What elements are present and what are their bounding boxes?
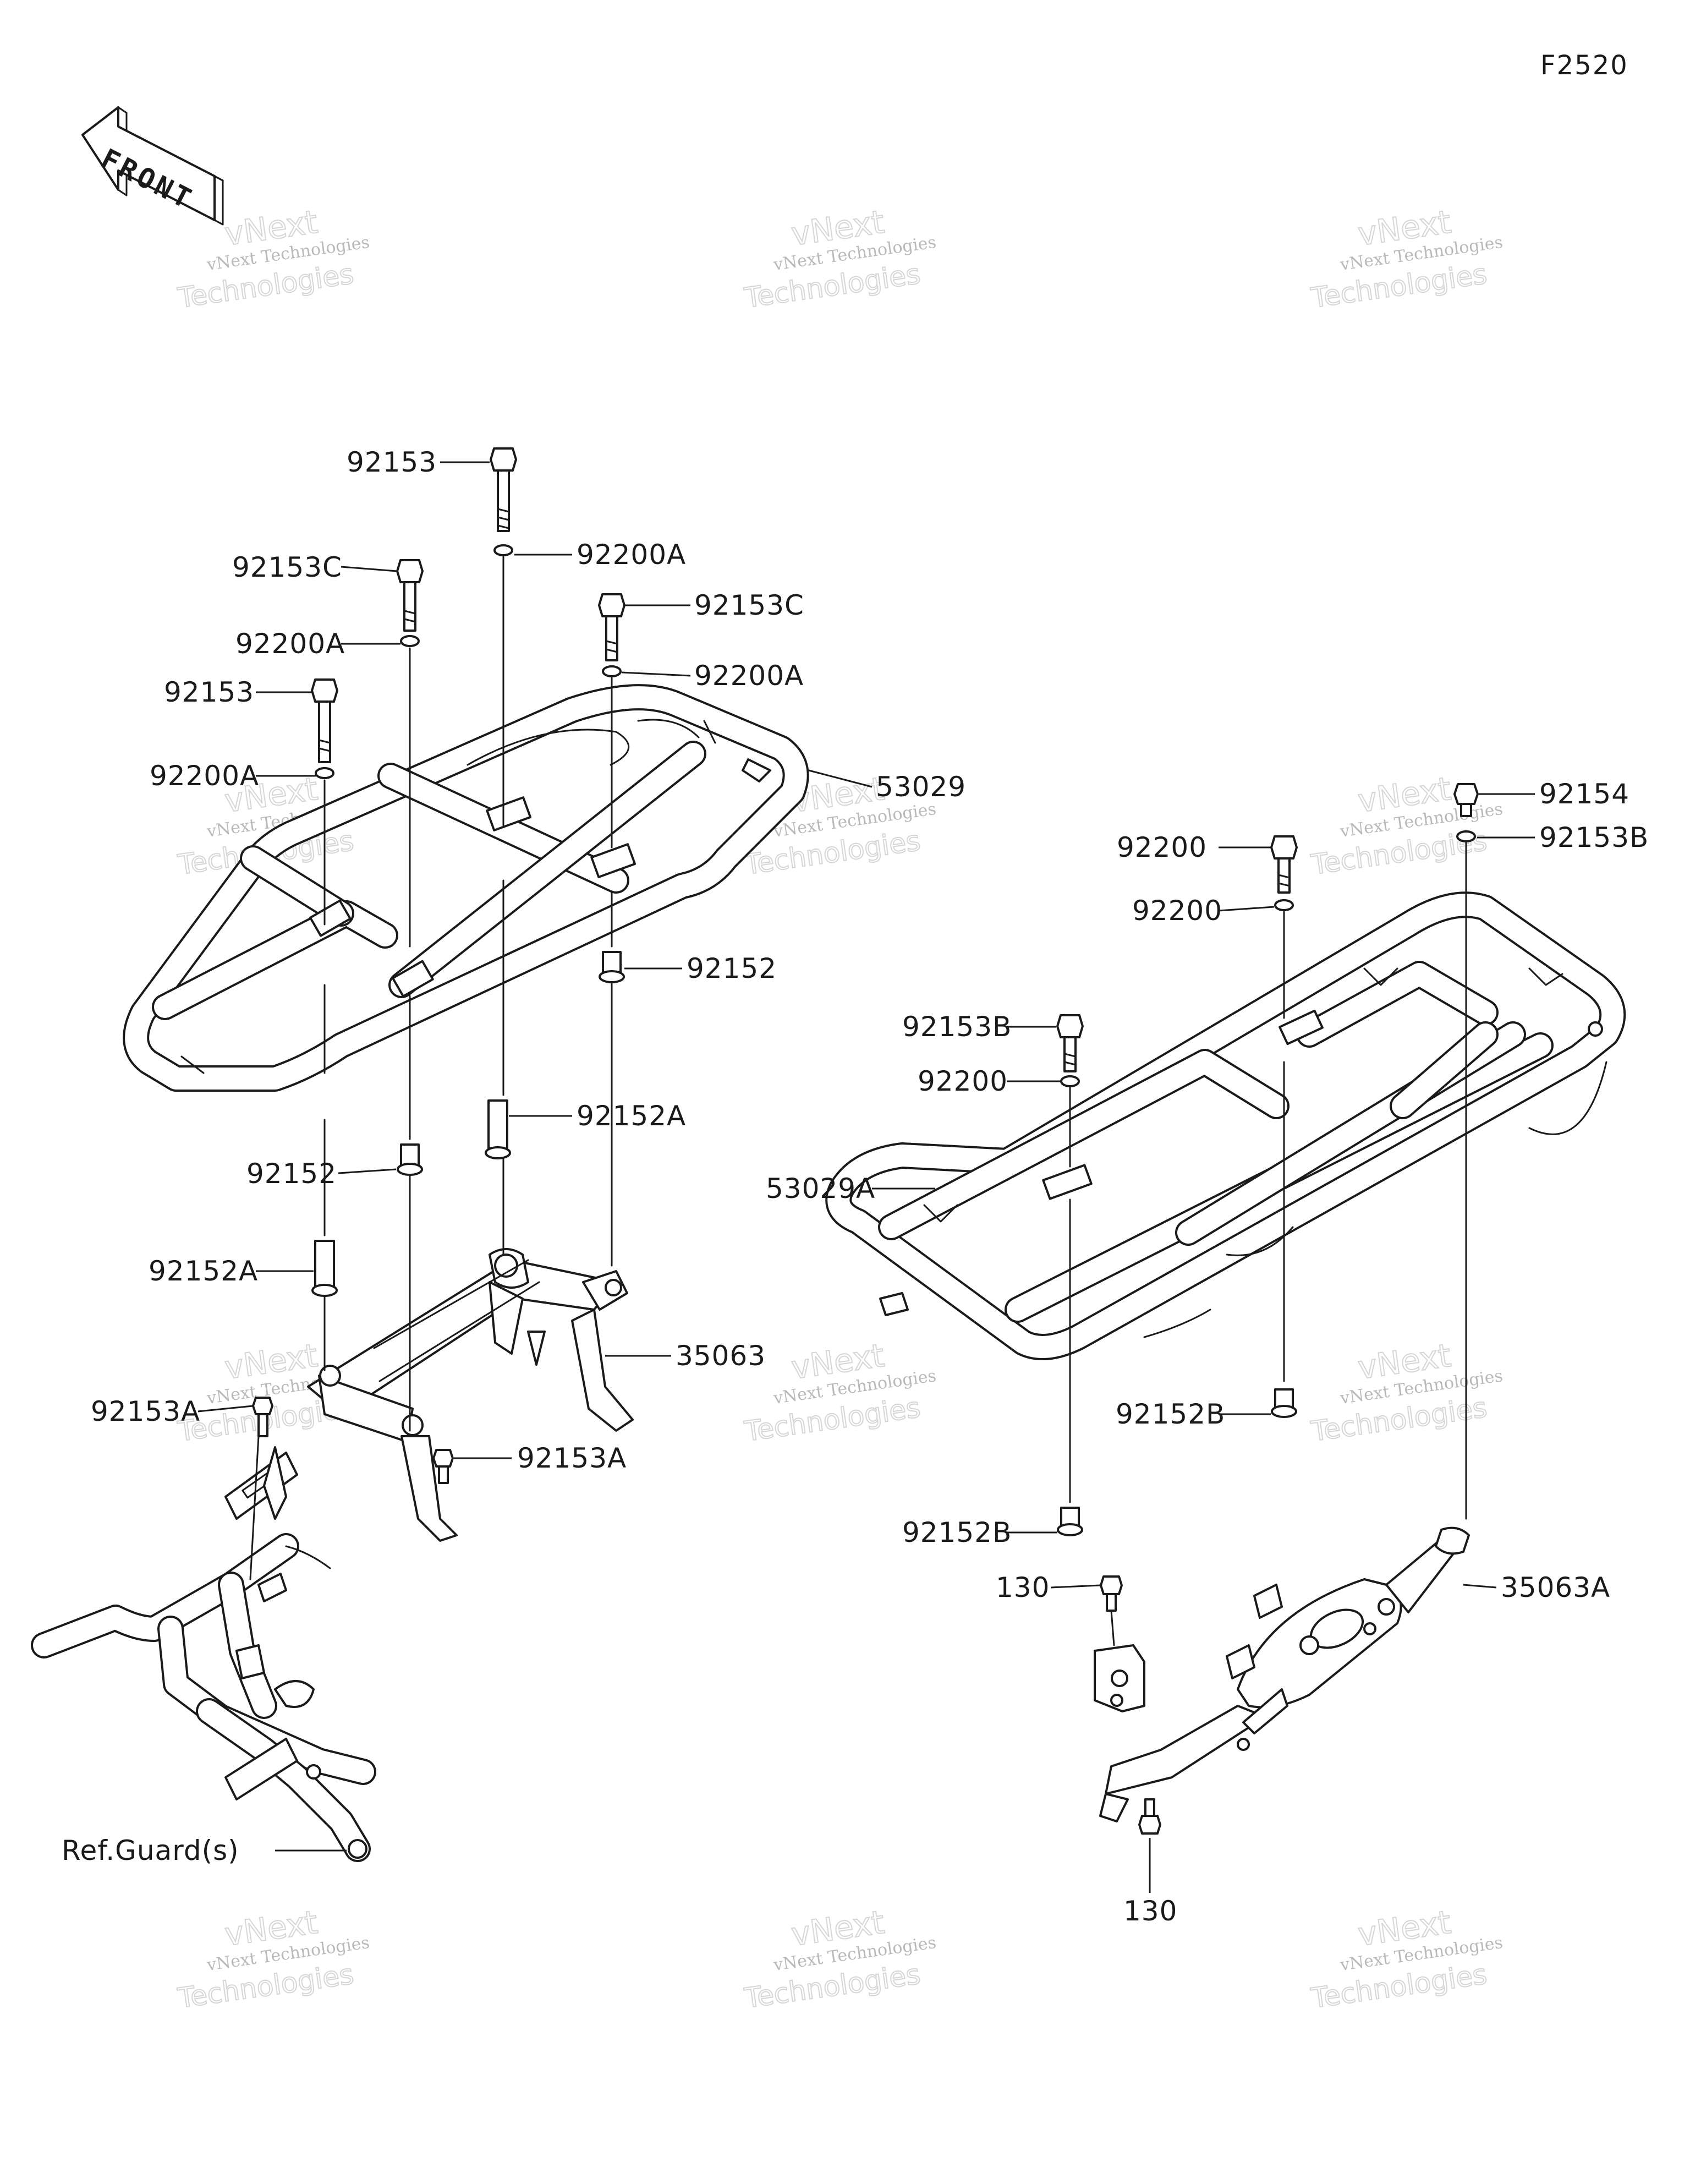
part-number-label: 92200 (1117, 831, 1207, 863)
part-number-label: 53029A (766, 1173, 875, 1205)
part-number-label: 92200A (694, 660, 804, 692)
part-number-label: 92153C (694, 589, 804, 621)
leader-lines (197, 461, 1535, 1893)
front-arrow: FRONT (81, 106, 224, 226)
callout-labels: 92153 92200A 92153C 92200A 92153C 92200A… (62, 446, 1649, 1927)
watermark: vNext Technologies vNext Technologies (1308, 1903, 1504, 2015)
part-number-label: 35063 (676, 1340, 766, 1372)
part-number-label: 92152 (687, 953, 777, 984)
part-number-label: 92152A (577, 1100, 686, 1132)
part-number-label: 92153 (347, 446, 437, 478)
front-rack-bracket (307, 1248, 634, 1542)
part-number-label: 92153A (517, 1442, 627, 1474)
part-number-label: 92200A (150, 760, 259, 792)
part-number-label: 92154 (1539, 778, 1629, 810)
right-hardware (1056, 783, 1479, 1835)
part-number-label: 92200A (577, 539, 686, 571)
ref-guard-frame (31, 1533, 376, 1862)
part-number-label: 92153B (902, 1011, 1012, 1043)
part-number-label: 92153B (1539, 822, 1649, 853)
part-number-label: 130 (1123, 1895, 1177, 1927)
left-alignment-lines (249, 556, 613, 1580)
right-alignment-lines (1069, 841, 1467, 1646)
part-number-label: 92200 (918, 1065, 1008, 1097)
part-number-label: 92152 (246, 1158, 337, 1190)
part-number-label: 92153C (232, 551, 342, 583)
diagram-code: F2520 (1540, 50, 1628, 81)
part-number-label: 92200A (235, 628, 345, 660)
rear-rack-bracket (1094, 1526, 1470, 1822)
watermark: vNext Technologies vNext Technologies (1308, 769, 1504, 882)
part-number-label: 35063A (1501, 1572, 1610, 1603)
watermark: vNext Technologies vNext Technologies (742, 1903, 937, 2015)
part-number-label: 92153 (164, 676, 254, 708)
watermark: vNext Technologies vNext Technologies (175, 202, 371, 315)
part-number-label: 92200 (1132, 895, 1222, 927)
watermark: vNext Technologies vNext Technologies (742, 202, 937, 315)
left-hardware (252, 447, 625, 1484)
part-number-label: 92152B (902, 1517, 1012, 1548)
front-carrier-rack (123, 684, 809, 1092)
part-number-label: 130 (996, 1572, 1050, 1603)
watermark: vNext Technologies vNext Technologies (1308, 1336, 1504, 1448)
part-number-label: 92152B (1116, 1398, 1225, 1430)
part-number-label: 92152A (149, 1255, 258, 1287)
mount-plate-left (224, 1446, 298, 1520)
rear-carrier-rack (825, 891, 1626, 1360)
ref-guard-label: Ref.Guard(s) (62, 1835, 239, 1866)
part-number-label: 53029 (876, 771, 966, 803)
watermark: vNext Technologies vNext Technologies (175, 1903, 371, 2015)
watermark: vNext Technologies vNext Technologies (1308, 202, 1504, 315)
part-number-label: 92153A (91, 1395, 200, 1427)
